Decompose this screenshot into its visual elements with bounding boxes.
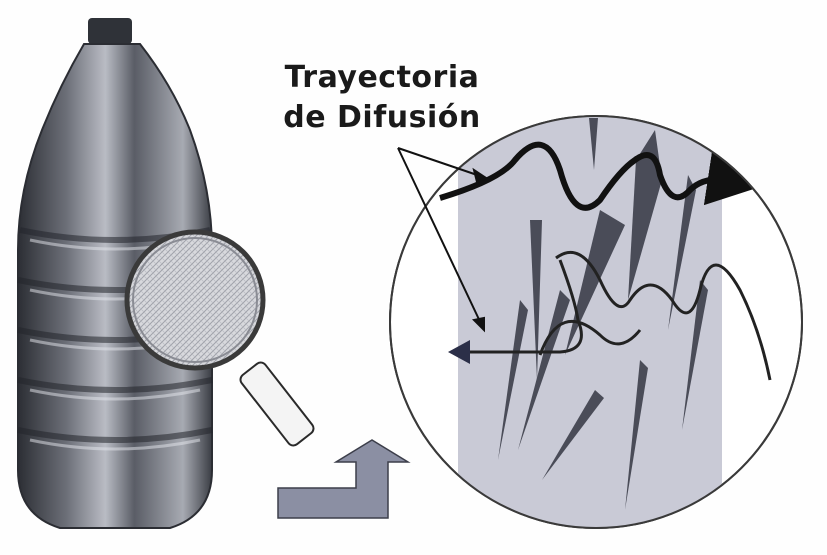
label-line-1: Trayectoria — [262, 58, 502, 98]
bent-arrow-icon — [278, 440, 408, 518]
polymer-film — [458, 100, 722, 550]
label-line-2: de Difusión — [262, 98, 502, 138]
diffusion-path-label: Trayectoria de Difusión — [262, 58, 502, 138]
magnified-view — [390, 100, 802, 550]
